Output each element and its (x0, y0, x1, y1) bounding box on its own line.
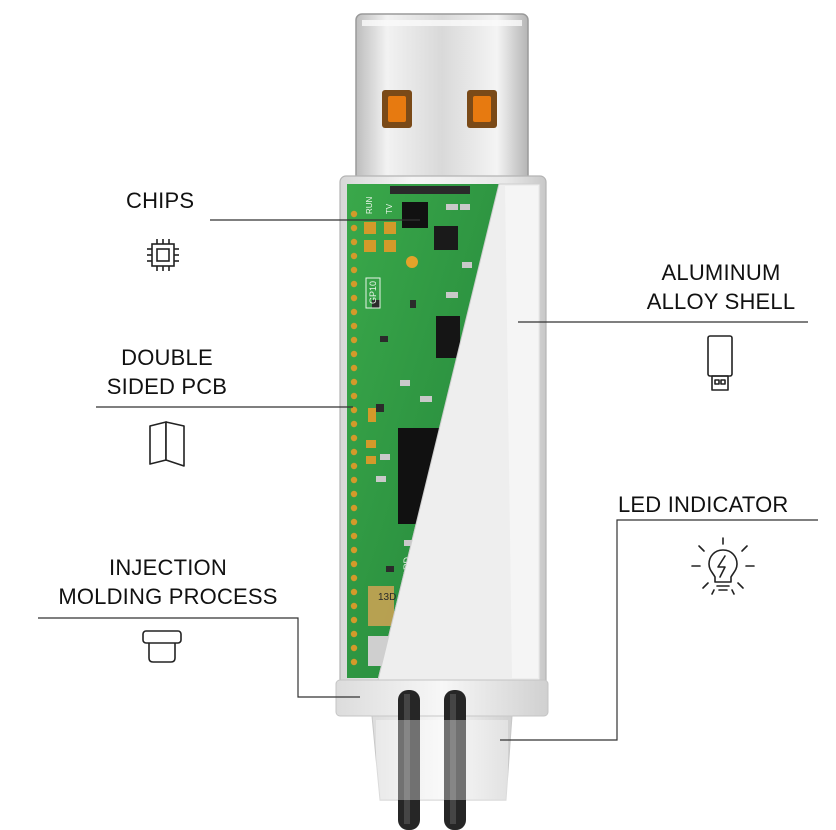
injection-molded-tail (335, 679, 549, 830)
silkscreen-gp10-box: GP10 (365, 277, 381, 309)
chip-icon (147, 239, 179, 271)
lightbulb-icon (691, 537, 755, 595)
label-led-indicator: LED INDICATOR (618, 492, 789, 517)
leader-led (500, 519, 818, 741)
leader-lines (38, 219, 818, 741)
label-aluminum-shell: ALUMINUM ALLOY SHELL (646, 260, 796, 314)
label-double-sided-pcb: DOUBLE SIDED PCB (106, 345, 228, 399)
silkscreen-run: RUN (365, 196, 374, 214)
silkscreen-13d: 13D (378, 592, 396, 603)
leader-injection (38, 617, 360, 698)
molded-cap-icon (142, 630, 182, 663)
usb-stick-icon (707, 335, 733, 391)
silkscreen-gp10: GP10 (368, 281, 378, 304)
label-chips: CHIPS (126, 188, 195, 213)
silkscreen-tv: TV (385, 203, 394, 214)
label-injection-molding: INJECTION MOLDING PROCESS (58, 555, 278, 609)
pcb-board-icon (149, 421, 185, 467)
usb-a-connector (355, 13, 529, 185)
